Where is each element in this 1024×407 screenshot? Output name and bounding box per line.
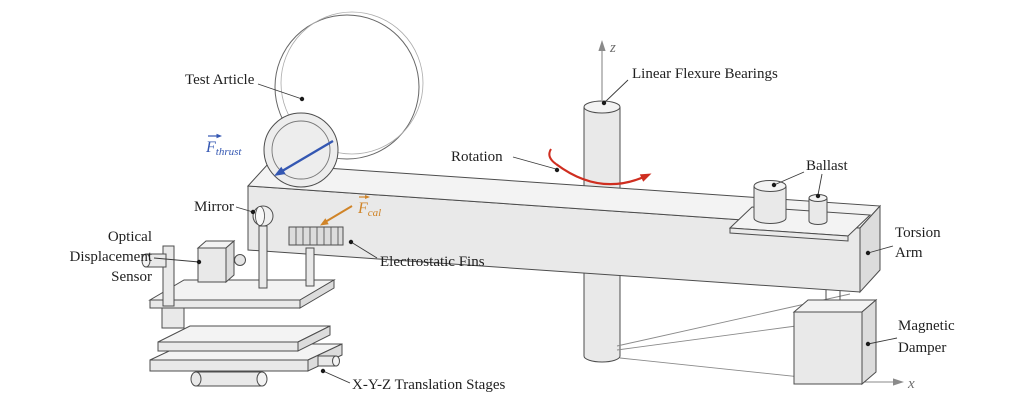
ballast-label: Ballast	[806, 158, 848, 174]
cal-force-arrow-icon	[320, 205, 353, 226]
z-axis-arrow-icon	[598, 40, 606, 51]
linear-flexure-bearings-label: Linear Flexure Bearings	[632, 66, 778, 82]
mirror-shape	[252, 205, 274, 289]
magnetic-damper-label-line1: Magnetic	[898, 318, 955, 334]
svg-text:Fthrust: Fthrust	[205, 139, 242, 158]
optical-sensor-label-line2: Displacement	[70, 249, 153, 265]
optical-sensor-head	[196, 239, 246, 284]
electrostatic-fins-shape	[288, 226, 344, 287]
magnetic-damper-label-line2: Damper	[898, 340, 946, 356]
magnetic-damper-assembly	[792, 290, 878, 386]
micrometer-rod	[195, 371, 263, 387]
x-axis-arrow-icon	[893, 378, 904, 386]
torsion-arm-label-line1: Torsion	[895, 225, 941, 241]
thrust-force-label: Fthrust	[205, 133, 242, 158]
rotation-arrow-icon	[548, 148, 652, 186]
torsion-arm-beam	[246, 163, 882, 294]
test-article-shape	[263, 11, 424, 188]
test-article-label: Test Article	[185, 72, 255, 88]
mirror-label: Mirror	[194, 199, 234, 215]
xyz-stages-label: X-Y-Z Translation Stages	[352, 377, 505, 393]
cal-force-label: Fcal	[357, 195, 381, 219]
z-axis-label: z	[609, 40, 616, 56]
sensor-platform	[141, 245, 336, 309]
z-axis: z	[598, 40, 616, 100]
electrostatic-fins-label: Electrostatic Fins	[380, 254, 485, 270]
optical-sensor-label-line3: Sensor	[111, 269, 152, 285]
rotation-label: Rotation	[451, 149, 503, 165]
thrust-force-arrow-icon	[274, 139, 334, 176]
svg-text:Fcal: Fcal	[357, 200, 381, 219]
xyz-stage-stack	[149, 307, 343, 387]
x-axis-label: x	[907, 376, 915, 392]
optical-sensor-label-line1: Optical	[108, 229, 152, 245]
torsion-arm-label-line2: Arm	[895, 245, 923, 261]
sensor-lens	[234, 254, 246, 266]
leader-lines	[153, 79, 898, 384]
